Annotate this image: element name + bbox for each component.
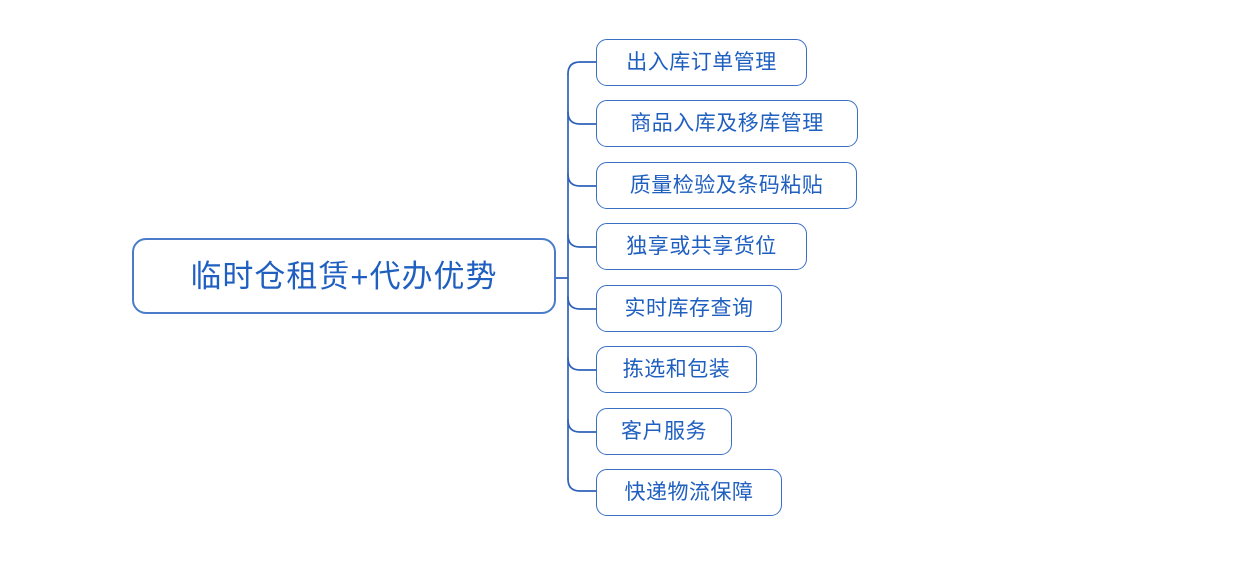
connector-branch-5 xyxy=(567,296,597,310)
child-node-7-label: 客户服务 xyxy=(621,420,707,443)
child-node-3-label: 质量检验及条码粘贴 xyxy=(629,174,824,197)
connector-branch-7 xyxy=(567,419,597,433)
child-node-2-label: 商品入库及移库管理 xyxy=(630,112,824,135)
connector-branch-3 xyxy=(567,173,597,187)
child-node-6-label: 拣选和包装 xyxy=(622,358,731,381)
child-node-8[interactable]: 快递物流保障 xyxy=(596,469,782,516)
child-node-1-label: 出入库订单管理 xyxy=(626,51,777,74)
child-node-1[interactable]: 出入库订单管理 xyxy=(596,39,807,86)
connector-branch-8 xyxy=(567,478,597,492)
child-node-8-label: 快递物流保障 xyxy=(624,481,754,504)
child-node-2[interactable]: 商品入库及移库管理 xyxy=(596,100,858,147)
connector-branch-4 xyxy=(567,234,597,248)
connector-branch-2 xyxy=(567,111,597,125)
connector-branch-1 xyxy=(567,61,597,75)
root-node-label: 临时仓租赁+代办优势 xyxy=(190,258,498,294)
child-node-5-label: 实时库存查询 xyxy=(624,297,754,320)
child-node-6[interactable]: 拣选和包装 xyxy=(596,346,757,393)
child-node-4-label: 独享或共享货位 xyxy=(626,235,777,258)
child-node-3[interactable]: 质量检验及条码粘贴 xyxy=(596,162,857,209)
child-node-4[interactable]: 独享或共享货位 xyxy=(596,223,807,270)
child-node-5[interactable]: 实时库存查询 xyxy=(596,285,782,332)
child-node-7[interactable]: 客户服务 xyxy=(596,408,732,455)
connector-branch-6 xyxy=(567,357,597,371)
root-node[interactable]: 临时仓租赁+代办优势 xyxy=(132,238,556,314)
